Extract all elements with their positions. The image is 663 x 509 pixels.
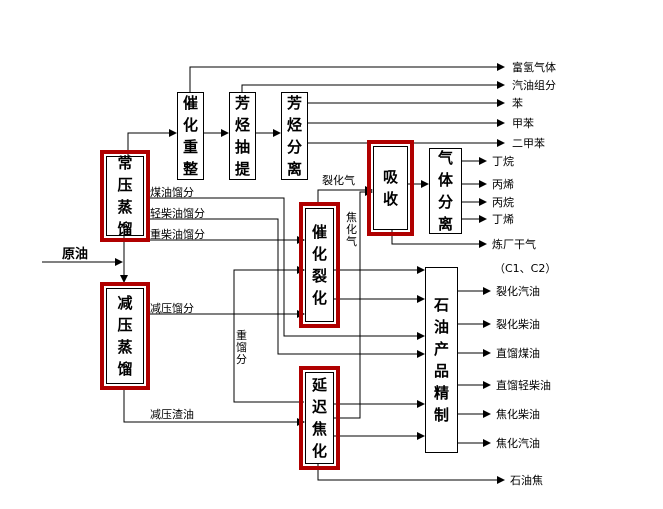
aromatics-separation-unit: 芳烃分离 <box>281 92 308 180</box>
extract-vertical-text: 芳烃抽提 <box>230 93 255 179</box>
arosep-vertical-text: 芳烃分离 <box>282 93 307 179</box>
product-dry-gas-note: （C1、C2） <box>494 262 557 275</box>
vacuum-fraction-label: 减压馏分 <box>150 302 194 315</box>
reform-vertical-text: 催化重整 <box>178 93 203 179</box>
char: 催 <box>311 223 327 241</box>
char: 化 <box>311 289 327 307</box>
char: 芳 <box>286 94 302 112</box>
product-straight-run-kerosene: 直馏煤油 <box>496 347 540 360</box>
heavy-diesel-fraction-label: 重柴油馏分 <box>150 228 205 241</box>
fcc-vertical-text: 催化裂化 <box>306 209 333 321</box>
product-benzene: 苯 <box>512 97 523 110</box>
coker-vertical-text: 延迟焦化 <box>306 373 333 463</box>
product-refining-unit: 石油产品精制 <box>425 267 458 453</box>
light-diesel-fraction-label: 轻柴油馏分 <box>150 207 205 220</box>
vacuum-residue-label: 减压渣油 <box>150 408 194 421</box>
coker-gas-label: 焦化气 <box>346 212 357 248</box>
product-straight-run-light-diesel: 直馏轻柴油 <box>496 379 551 392</box>
absorb-vertical-text: 吸收 <box>374 147 407 229</box>
gassep-vertical-text: 气体分离 <box>430 149 461 233</box>
char: 重 <box>182 138 198 156</box>
char: 离 <box>437 215 453 233</box>
product-coker-diesel: 焦化柴油 <box>496 408 540 421</box>
char: 油 <box>433 318 449 336</box>
char: 裂 <box>311 267 327 285</box>
char: 体 <box>437 171 453 189</box>
product-h2-gas: 富氢气体 <box>512 61 556 74</box>
refine-vertical-text: 石油产品精制 <box>426 268 457 452</box>
product-propane: 丙烷 <box>492 196 514 209</box>
char: 焦 <box>346 211 357 224</box>
char: 焦 <box>311 420 327 438</box>
product-cracked-diesel: 裂化柴油 <box>496 318 540 331</box>
char: 分 <box>437 193 453 211</box>
char: 催 <box>182 94 198 112</box>
char: 蒸 <box>117 338 133 356</box>
char: 化 <box>346 223 357 236</box>
char: 化 <box>311 442 327 460</box>
char: 延 <box>311 376 327 394</box>
char: 品 <box>433 362 449 380</box>
char: 精 <box>433 384 449 402</box>
vacuum-distillation-unit: 减压蒸馏 <box>100 282 150 390</box>
product-petroleum-coke: 石油焦 <box>510 474 543 487</box>
product-gasoline-component: 汽油组分 <box>512 79 556 92</box>
product-dry-gas: 炼厂干气 <box>492 238 536 251</box>
char: 馏 <box>236 341 247 354</box>
cracked-gas-label: 裂化气 <box>322 174 355 187</box>
char: 收 <box>382 190 398 208</box>
product-xylene: 二甲苯 <box>512 137 545 150</box>
char: 气 <box>437 149 453 167</box>
product-coker-gasoline: 焦化汽油 <box>496 437 540 450</box>
char: 离 <box>286 160 302 178</box>
char: 馏 <box>117 360 133 378</box>
heavy-fraction-label: 重馏分 <box>236 330 247 366</box>
atm-vertical-text: 常压蒸馏 <box>107 154 143 238</box>
delayed-coking-unit: 延迟焦化 <box>299 366 340 470</box>
product-toluene: 甲苯 <box>512 117 534 130</box>
char: 烃 <box>234 116 250 134</box>
char: 重 <box>236 329 247 342</box>
char: 抽 <box>234 138 250 156</box>
atmospheric-distillation-unit: 常压蒸馏 <box>100 150 150 242</box>
absorption-unit: 吸收 <box>367 140 414 236</box>
char: 化 <box>182 116 198 134</box>
catalytic-reforming-unit: 催化重整 <box>177 92 204 180</box>
char: 气 <box>346 235 357 248</box>
char: 迟 <box>311 398 327 416</box>
kerosene-fraction-label: 煤油馏分 <box>150 186 194 199</box>
char: 压 <box>117 316 133 334</box>
catalytic-cracking-unit: 催化裂化 <box>299 202 340 328</box>
crude-oil-label: 原油 <box>62 247 89 262</box>
vac-vertical-text: 减压蒸馏 <box>107 289 143 383</box>
char: 分 <box>236 353 247 366</box>
aromatics-extraction-unit: 芳烃抽提 <box>229 92 256 180</box>
char: 吸 <box>382 168 398 186</box>
char: 整 <box>182 160 198 178</box>
gas-separation-unit: 气体分离 <box>429 148 462 234</box>
char: 产 <box>433 340 449 358</box>
char: 提 <box>234 160 250 178</box>
char: 化 <box>311 245 327 263</box>
char: 压 <box>117 176 133 194</box>
product-butylene: 丁烯 <box>492 213 514 226</box>
char: 减 <box>117 294 133 312</box>
char: 烃 <box>286 116 302 134</box>
char: 石 <box>433 296 449 314</box>
char: 制 <box>433 406 449 424</box>
char: 馏 <box>117 220 133 238</box>
char: 分 <box>286 138 302 156</box>
product-butane: 丁烷 <box>492 155 514 168</box>
product-cracked-gasoline: 裂化汽油 <box>496 285 540 298</box>
char: 芳 <box>234 94 250 112</box>
product-propylene: 丙烯 <box>492 178 514 191</box>
char: 蒸 <box>117 198 133 216</box>
char: 常 <box>117 154 133 172</box>
